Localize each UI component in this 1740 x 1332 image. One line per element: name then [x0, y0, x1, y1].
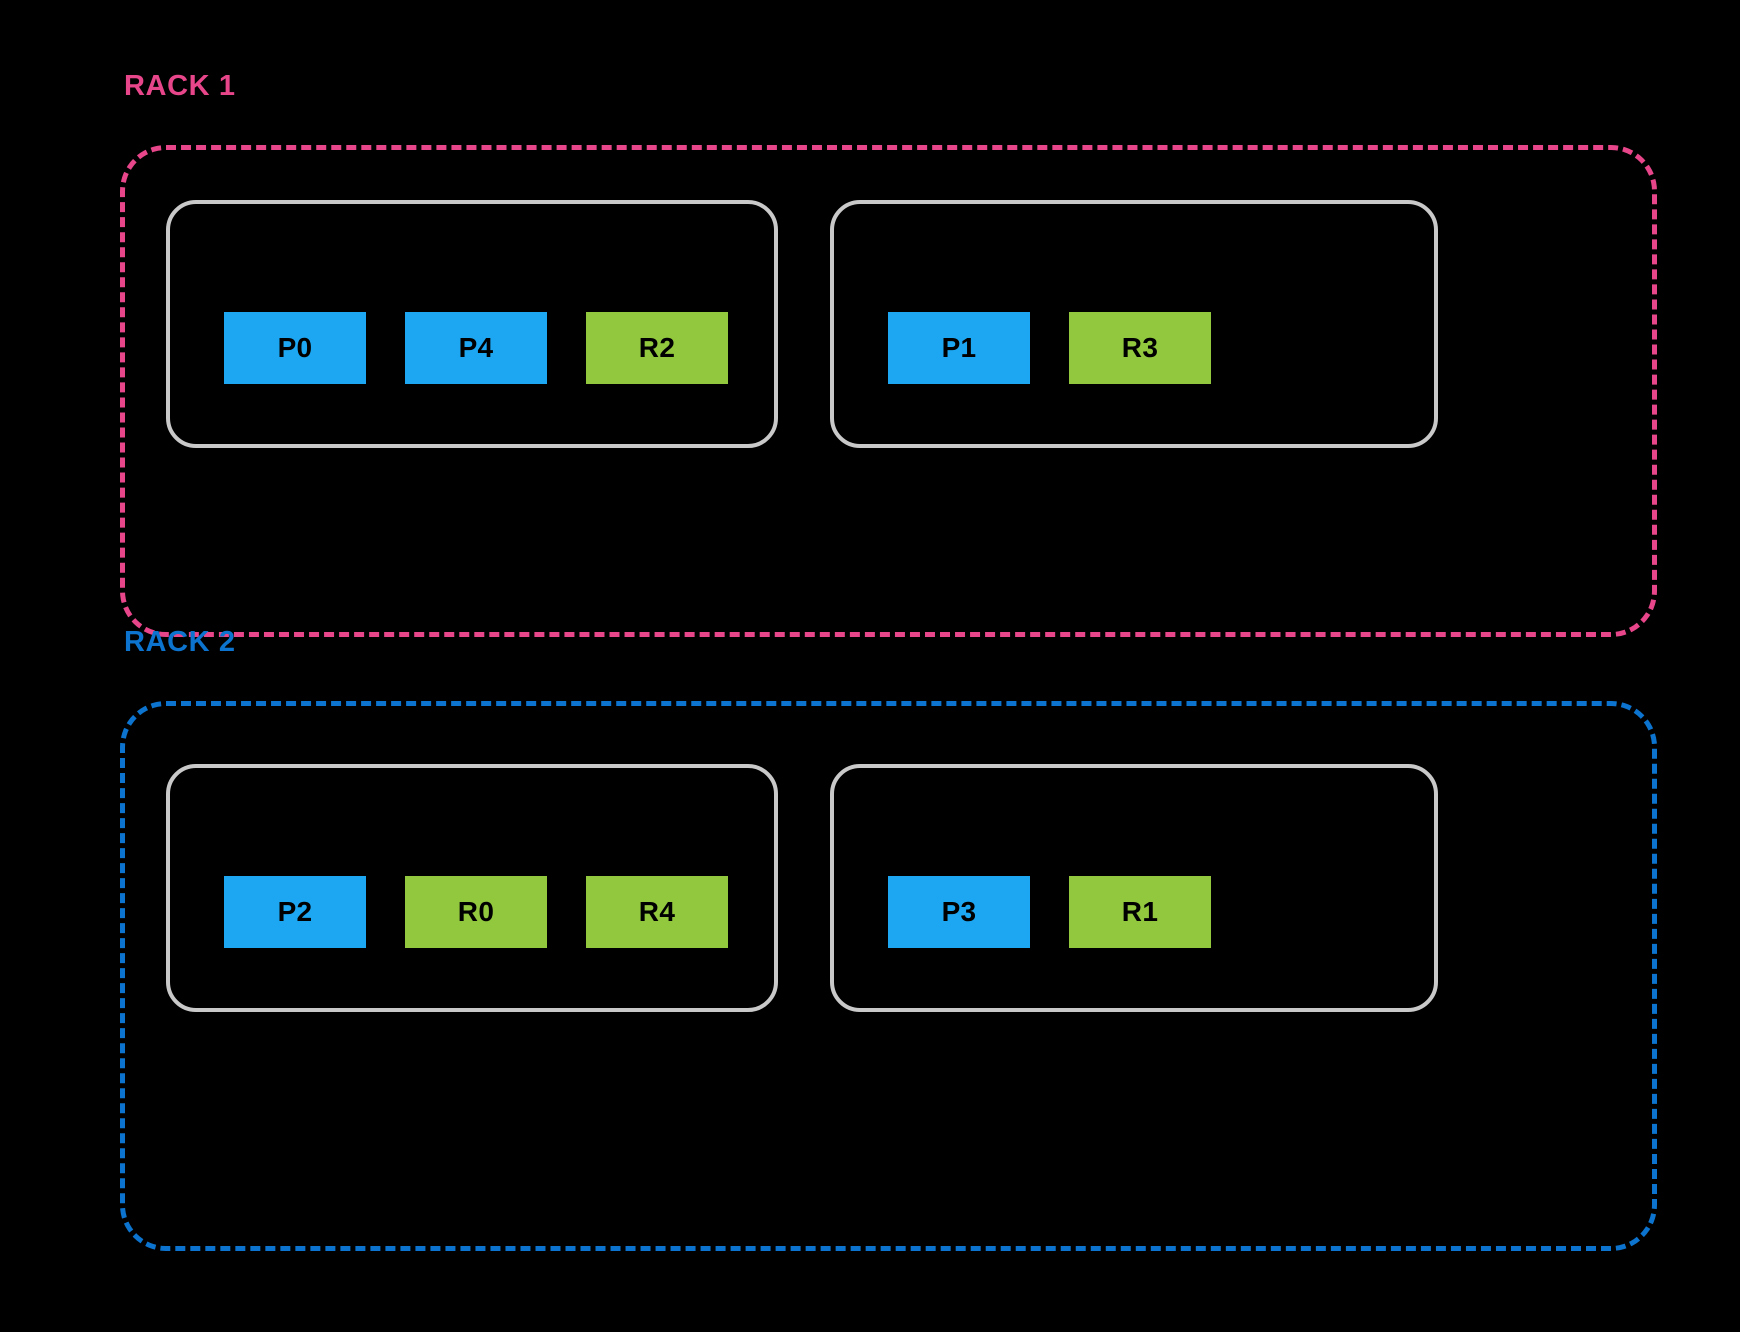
node-box-rack2-a: P2 R0 R4	[166, 764, 778, 1012]
node-contents-rack2-b: P3 R1	[834, 768, 1434, 1008]
rack-boundary-2	[120, 701, 1657, 1251]
node-contents-rack1-b: P1 R3	[834, 204, 1434, 444]
partition-box[interactable]: P4	[405, 312, 547, 384]
node-box-rack1-a: P0 P4 R2	[166, 200, 778, 448]
partition-box[interactable]: R1	[1069, 876, 1211, 948]
node-box-rack2-b: P3 R1	[830, 764, 1438, 1012]
partition-list-rack2-a: P2 R0 R4	[224, 876, 728, 948]
partition-box[interactable]: R0	[405, 876, 547, 948]
partition-box[interactable]: P0	[224, 312, 366, 384]
node-box-rack1-b: P1 R3	[830, 200, 1438, 448]
partition-list-rack2-b: P3 R1	[888, 876, 1211, 948]
partition-box[interactable]: P1	[888, 312, 1030, 384]
rack-label-1: RACK 1	[124, 70, 236, 102]
partition-box[interactable]: R2	[586, 312, 728, 384]
partition-box[interactable]: P3	[888, 876, 1030, 948]
node-contents-rack1-a: P0 P4 R2	[170, 204, 774, 444]
rack-label-2: RACK 2	[124, 626, 236, 658]
node-contents-rack2-a: P2 R0 R4	[170, 768, 774, 1008]
partition-box[interactable]: R4	[586, 876, 728, 948]
partition-list-rack1-b: P1 R3	[888, 312, 1211, 384]
partition-list-rack1-a: P0 P4 R2	[224, 312, 728, 384]
rack-boundary-1	[120, 145, 1657, 637]
partition-box[interactable]: P2	[224, 876, 366, 948]
partition-box[interactable]: R3	[1069, 312, 1211, 384]
